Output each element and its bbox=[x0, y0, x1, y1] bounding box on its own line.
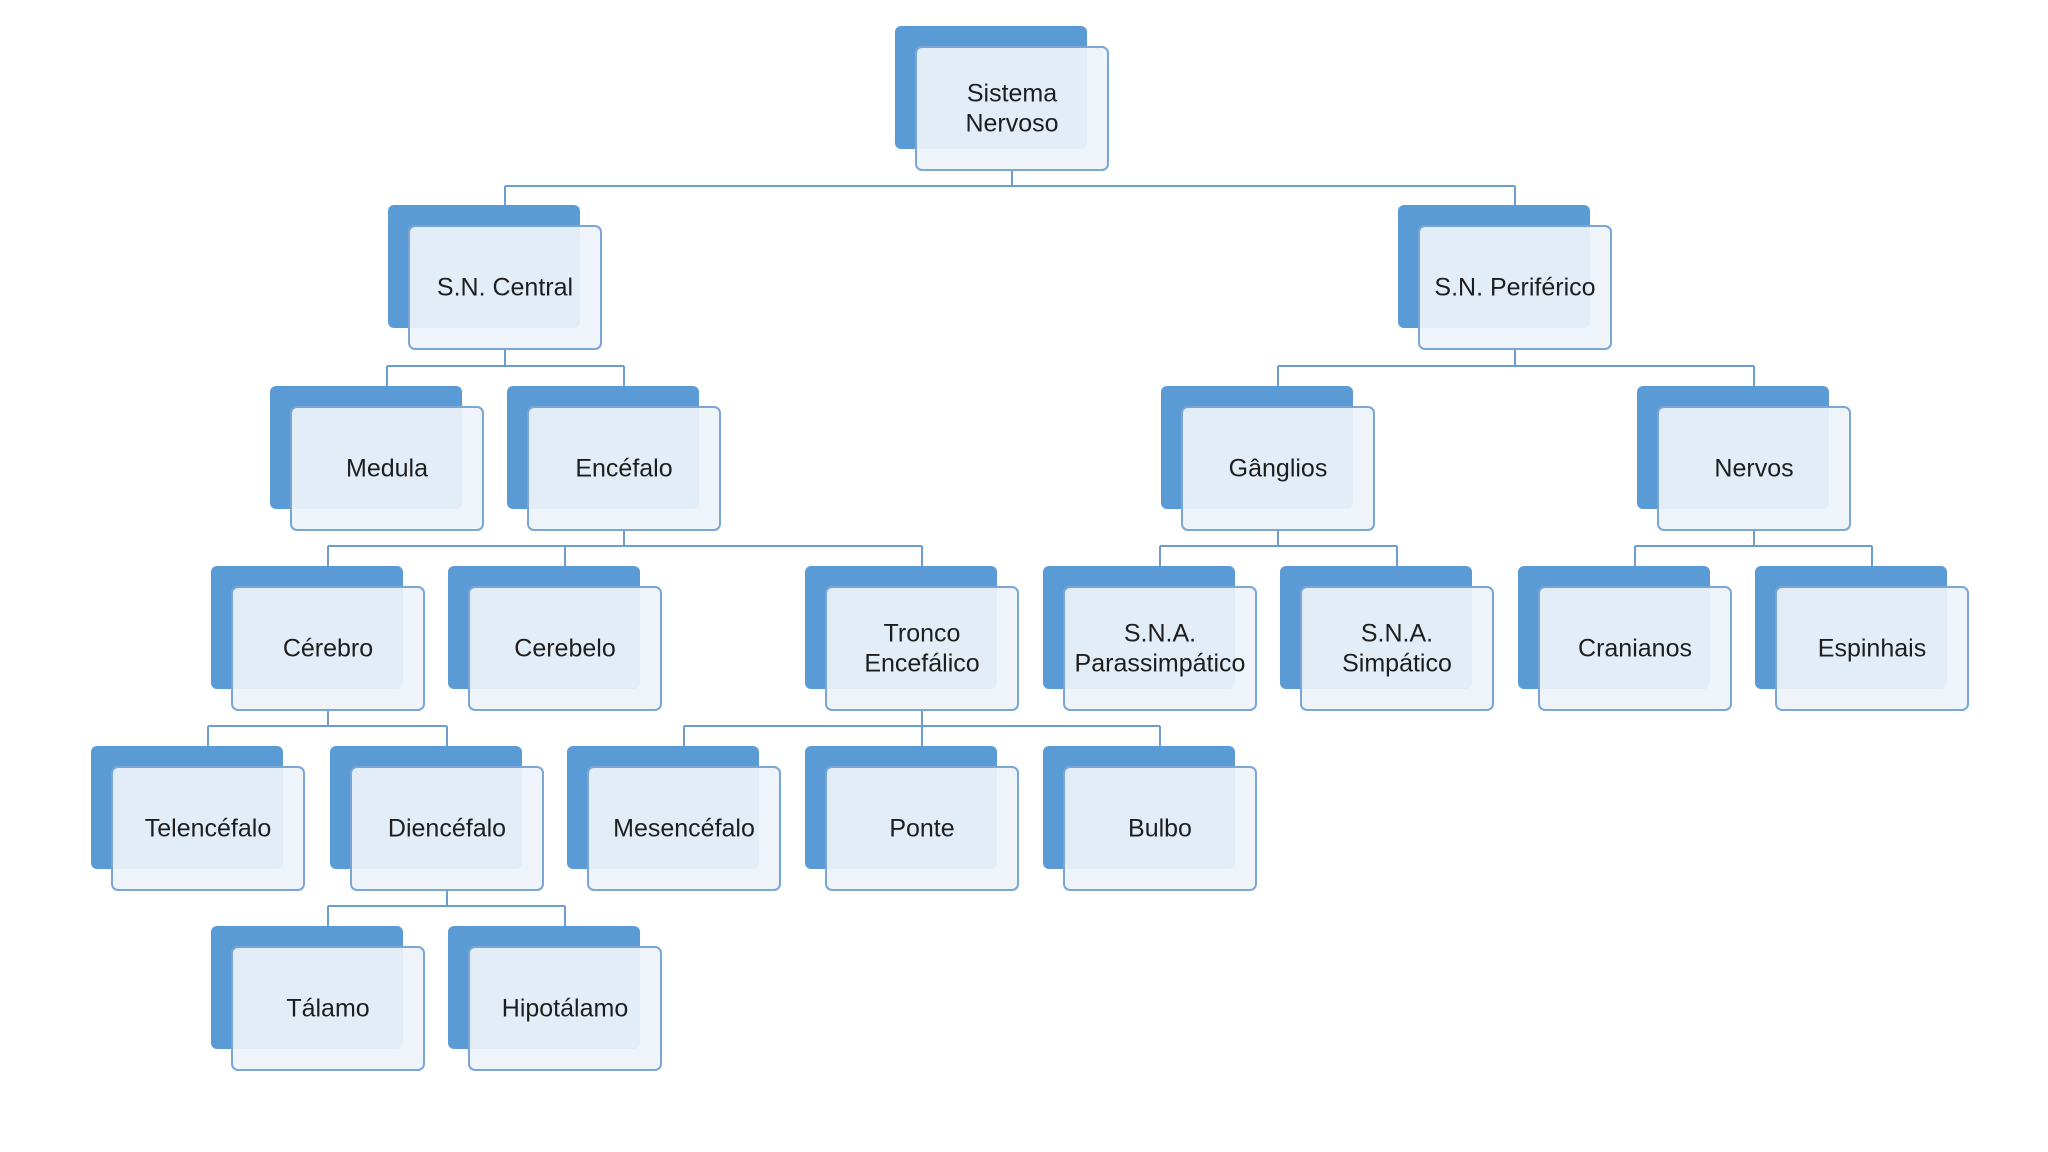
box-front-shape bbox=[825, 766, 1019, 891]
node-label: Diencéfalo bbox=[388, 815, 506, 843]
box-front-shape bbox=[290, 406, 484, 531]
node-ponte: Ponte bbox=[805, 746, 1019, 891]
box-front-shape bbox=[468, 586, 662, 711]
node-label: Parassimpático bbox=[1075, 650, 1246, 678]
box-front-shape bbox=[1775, 586, 1969, 711]
node-cerebro: Cérebro bbox=[211, 566, 425, 711]
node-label: Encéfalo bbox=[575, 455, 672, 483]
node-label: Sistema bbox=[967, 80, 1057, 108]
node-label: Hipotálamo bbox=[502, 995, 628, 1023]
node-label: Mesencéfalo bbox=[613, 815, 755, 843]
node-cranianos: Cranianos bbox=[1518, 566, 1732, 711]
node-label: Simpático bbox=[1342, 650, 1452, 678]
box-front-shape bbox=[1063, 586, 1257, 711]
box-front-shape bbox=[350, 766, 544, 891]
box-front-shape bbox=[1181, 406, 1375, 531]
node-encefalo: Encéfalo bbox=[507, 386, 721, 531]
node-label: Bulbo bbox=[1128, 815, 1192, 843]
node-hipotalamo: Hipotálamo bbox=[448, 926, 662, 1071]
box-front-shape bbox=[587, 766, 781, 891]
box-front-shape bbox=[1063, 766, 1257, 891]
node-label: Encefálico bbox=[864, 650, 979, 678]
node-label: Tronco bbox=[884, 620, 961, 648]
node-label: Telencéfalo bbox=[145, 815, 271, 843]
node-diencefalo: Diencéfalo bbox=[330, 746, 544, 891]
box-front-shape bbox=[1657, 406, 1851, 531]
node-label: Cérebro bbox=[283, 635, 373, 663]
box-front-shape bbox=[1538, 586, 1732, 711]
node-ganglios: Gânglios bbox=[1161, 386, 1375, 531]
node-sna-parassimpatico: S.N.A.Parassimpático bbox=[1043, 566, 1257, 711]
box-front-shape bbox=[825, 586, 1019, 711]
node-espinhais: Espinhais bbox=[1755, 566, 1969, 711]
node-label: Tálamo bbox=[286, 995, 369, 1023]
node-label: Cranianos bbox=[1578, 635, 1692, 663]
node-telencefalo: Telencéfalo bbox=[91, 746, 305, 891]
box-front-shape bbox=[408, 225, 602, 350]
node-sn-periferico: S.N. Periférico bbox=[1398, 205, 1612, 350]
node-label: S.N.A. bbox=[1361, 620, 1433, 648]
node-bulbo: Bulbo bbox=[1043, 746, 1257, 891]
node-label: Cerebelo bbox=[514, 635, 615, 663]
node-cerebelo: Cerebelo bbox=[448, 566, 662, 711]
node-label: Nervoso bbox=[965, 110, 1058, 138]
node-medula: Medula bbox=[270, 386, 484, 531]
box-front-shape bbox=[915, 46, 1109, 171]
node-label: Espinhais bbox=[1818, 635, 1926, 663]
box-front-shape bbox=[1418, 225, 1612, 350]
connector-lines bbox=[207, 170, 1873, 926]
node-mesencefalo: Mesencéfalo bbox=[567, 746, 781, 891]
box-front-shape bbox=[111, 766, 305, 891]
node-label: Gânglios bbox=[1229, 455, 1328, 483]
box-front-shape bbox=[231, 946, 425, 1071]
node-talamo: Tálamo bbox=[211, 926, 425, 1071]
node-nervos: Nervos bbox=[1637, 386, 1851, 531]
node-label: Ponte bbox=[889, 815, 954, 843]
node-sn-central: S.N. Central bbox=[388, 205, 602, 350]
node-label: S.N.A. bbox=[1124, 620, 1196, 648]
box-front-shape bbox=[468, 946, 662, 1071]
node-label: S.N. Central bbox=[437, 274, 573, 302]
node-label: Medula bbox=[346, 455, 428, 483]
box-front-shape bbox=[1300, 586, 1494, 711]
box-front-shape bbox=[527, 406, 721, 531]
node-label: S.N. Periférico bbox=[1434, 274, 1595, 302]
box-front-shape bbox=[231, 586, 425, 711]
node-label: Nervos bbox=[1714, 455, 1793, 483]
node-sna-simpatico: S.N.A.Simpático bbox=[1280, 566, 1494, 711]
